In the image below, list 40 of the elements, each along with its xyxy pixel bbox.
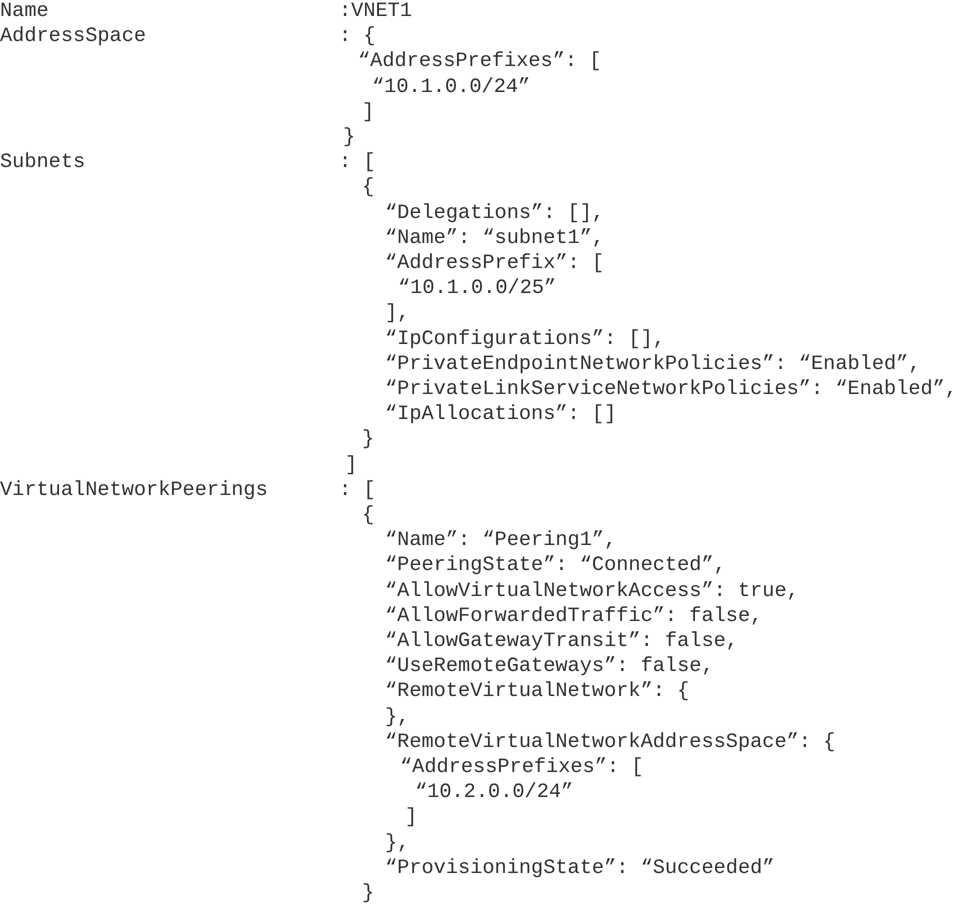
code-line: : [ [339,478,376,503]
code-line: “10.1.0.0/24” [372,74,530,100]
code-line: ] [345,452,358,478]
code-line: Subnets [0,150,86,176]
code-line: “AllowForwardedTraffic”: false, [385,604,762,629]
code-line: { [362,175,374,201]
code-line: : [ [339,150,376,176]
code-line: “RemoteVirtualNetworkAddressSpace”: { [385,730,836,755]
code-line: “AllowVirtualNetworkAccess”: true, [385,578,799,604]
code-line: “Delegations”: [], [385,200,604,226]
code-line: “Name”: “subnet1”, [385,226,604,251]
code-line: { [362,503,374,528]
code-line: “AddressPrefixes”: [ [400,755,644,780]
code-line: ], [385,301,410,327]
code-line: “PeeringState”: “Connected”, [385,553,726,579]
code-line: “IpConfigurations”: [], [385,326,665,352]
code-line: “IpAllocations”: [] [385,402,616,428]
code-line: “AddressPrefix”: [ [385,251,604,276]
code-line: AddressSpace [0,24,146,50]
code-line: “AllowGatewayTransit”: false, [385,629,738,654]
code-line: “10.2.0.0/24” [415,780,574,806]
code-line: “UseRemoteGateways”: false, [385,654,714,680]
code-line: “Name”: “Peering1”, [385,528,616,554]
code-line: Name [0,0,49,24]
code-line: ] [405,805,418,831]
code-line: }, [385,830,410,856]
code-line: “PrivateEndpointNetworkPolicies”: “Enabled”, [385,352,921,377]
code-line: :VNET1 [339,0,412,24]
code-line: VirtualNetworkPeerings [0,478,268,503]
code-line: “10.1.0.0/25” [398,276,556,302]
code-line: } [343,125,356,150]
code-line: “PrivateLinkServiceNetworkPolicies”: “Enabled”, [385,377,958,402]
code-line: “ProvisioningState”: “Succeeded” [385,856,774,881]
code-line: “RemoteVirtualNetwork”: { [385,679,690,705]
code-line: ] [362,100,374,125]
code-line: “AddressPrefixes”: [ [358,49,602,75]
code-line: : { [339,24,376,50]
code-line: }, [385,704,410,730]
code-line: } [362,427,374,453]
code-line: } [362,881,374,906]
